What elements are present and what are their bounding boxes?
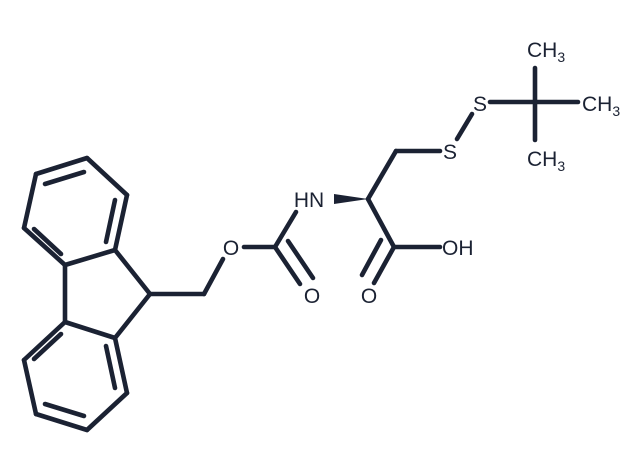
sulfur-label-lower: S: [443, 141, 457, 164]
carbamate-linker: [147, 209, 316, 297]
disulfide-side-chain: [365, 65, 581, 202]
ether-oxygen-label: O: [223, 237, 239, 260]
fluorene-five-ring: [62, 247, 153, 341]
fluorene-lower-ring: [21, 319, 130, 433]
amine-label: HN: [294, 189, 324, 212]
acid-oxygen-label: O: [361, 285, 377, 308]
carboxyl-group: [359, 196, 443, 286]
methyl-label-top: CH3: [527, 39, 565, 65]
methyl-label-right: CH3: [582, 93, 620, 119]
stereo-wedge-bond: [334, 194, 368, 204]
methyl-label-bottom: CH3: [527, 148, 565, 174]
fluorene-upper-ring: [21, 155, 130, 268]
hydroxyl-label: OH: [442, 237, 474, 260]
sulfur-label-upper: S: [473, 93, 487, 116]
carbamate-oxygen-label: O: [304, 285, 320, 308]
